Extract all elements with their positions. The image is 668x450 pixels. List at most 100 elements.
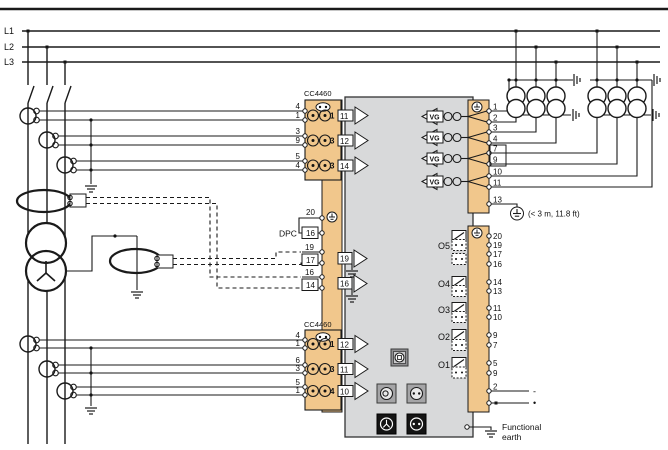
svg-text:16: 16 <box>305 268 314 277</box>
round-connector-icon-4 <box>376 413 397 435</box>
distance-note: (< 3 m, 11.8 ft) <box>528 210 580 219</box>
svg-text:1: 1 <box>296 386 301 395</box>
analog-input-arrow-icon <box>353 249 368 268</box>
earth-icon <box>130 291 144 299</box>
cc4460-bottom-block: CC4460 1 12 3 11 4 10 4 1 6 3 5 <box>296 320 369 411</box>
svg-text:12: 12 <box>340 137 349 146</box>
svg-text:5: 5 <box>296 152 301 161</box>
round-connector-icon-5 <box>406 413 427 435</box>
svg-text:3: 3 <box>296 127 301 136</box>
supply-minus-terminal: - <box>533 387 536 397</box>
earth-icon <box>572 108 580 122</box>
svg-text:11: 11 <box>493 304 502 313</box>
earth-icon <box>653 73 661 87</box>
svg-text:4: 4 <box>296 331 301 340</box>
svg-text:1: 1 <box>493 103 498 112</box>
analog-input-arrow-icon <box>354 106 369 125</box>
svg-text:4: 4 <box>330 387 335 396</box>
bus-lines: L1 L2 L3 <box>4 26 660 67</box>
svg-text:1: 1 <box>330 340 335 349</box>
neutral-earthing-ct <box>66 234 174 299</box>
svg-text:VG: VG <box>430 180 441 187</box>
terminal-strip-right-top <box>467 99 490 214</box>
svg-text:19: 19 <box>493 241 502 250</box>
svg-text:14: 14 <box>493 278 502 287</box>
sensor-cables <box>86 196 302 289</box>
functional-earth: Functional earth <box>464 422 541 442</box>
svg-text:3: 3 <box>296 364 301 373</box>
svg-text:earth: earth <box>502 432 522 442</box>
earth-icon <box>84 407 98 415</box>
svg-text:4: 4 <box>296 161 301 170</box>
bus-label-l3: L3 <box>4 57 14 67</box>
svg-text:11: 11 <box>493 179 502 188</box>
earth-icon <box>484 430 498 438</box>
relay-contact-icons <box>451 230 467 379</box>
dpc-label: DPC <box>279 229 297 239</box>
ct-group-bottom <box>19 335 303 415</box>
terminal-strip-right-bottom <box>467 225 490 413</box>
cc4460-top-title: CC4460 <box>304 89 332 98</box>
earth-icon <box>652 108 660 122</box>
analog-input-arrow-icon <box>354 131 369 150</box>
svg-text:16: 16 <box>493 260 502 269</box>
svg-text:13: 13 <box>493 287 502 296</box>
svg-text:10: 10 <box>493 313 502 322</box>
analog-input-arrow-icon <box>354 359 369 379</box>
svg-text:5: 5 <box>296 378 301 387</box>
svg-text:7: 7 <box>493 341 498 350</box>
front-ports <box>376 348 427 435</box>
svg-text:16: 16 <box>306 229 315 238</box>
bus-label-l2: L2 <box>4 42 14 52</box>
vt-wiring <box>489 29 661 188</box>
svg-text:13: 13 <box>493 196 502 205</box>
svg-text:9: 9 <box>296 136 301 145</box>
round-connector-icon-1 <box>390 348 409 367</box>
power-transformer <box>24 221 68 293</box>
svg-text:VG: VG <box>430 136 441 143</box>
svg-text:VG: VG <box>430 157 441 164</box>
svg-text:17: 17 <box>306 256 315 265</box>
svg-text:3: 3 <box>330 137 335 146</box>
feeder-conductors <box>26 29 72 444</box>
dpc-section: 20 16 DPC 19 17 19 16 14 16 <box>279 208 368 303</box>
outputs-section: O5 O4 O3 O2 O1 20 19 17 16 14 13 11 10 9… <box>438 227 536 408</box>
svg-text:3: 3 <box>330 365 335 374</box>
svg-text:3: 3 <box>493 124 498 133</box>
svg-text:4: 4 <box>296 102 301 111</box>
svg-text:2: 2 <box>493 383 498 392</box>
output-label-o3: O3 <box>438 305 450 315</box>
svg-text:VG: VG <box>430 115 441 122</box>
svg-text:12: 12 <box>340 340 349 349</box>
svg-text:20: 20 <box>493 232 502 241</box>
round-connector-icon-3 <box>406 383 427 404</box>
svg-text:9: 9 <box>493 156 498 165</box>
svg-text:17: 17 <box>493 250 502 259</box>
cc4460-top-block: CC4460 1 11 3 12 3 14 4 1 3 9 5 <box>296 89 369 181</box>
output-label-o4: O4 <box>438 279 450 289</box>
svg-text:1: 1 <box>296 111 301 120</box>
earth-icon <box>573 73 581 87</box>
analog-input-arrow-icon <box>354 334 369 354</box>
svg-text:Functional: Functional <box>502 422 541 432</box>
svg-text:11: 11 <box>340 112 349 121</box>
svg-text:9: 9 <box>493 331 498 340</box>
cc4460-bottom-title: CC4460 <box>304 320 332 329</box>
round-connector-icon-2 <box>376 383 397 404</box>
output-label-o5: O5 <box>438 241 450 251</box>
bus-label-l1: L1 <box>4 26 14 36</box>
svg-text:14: 14 <box>340 162 349 171</box>
vg-input-section: VG VG VG VG (< 3 m, 11.8 ft) <box>420 101 580 221</box>
svg-text:6: 6 <box>296 356 301 365</box>
svg-text:9: 9 <box>493 369 498 378</box>
output-label-o2: O2 <box>438 332 450 342</box>
core-balance-ct-top <box>15 188 87 214</box>
svg-text:11: 11 <box>340 365 349 374</box>
svg-text:3: 3 <box>330 162 335 171</box>
ct-group-top <box>19 107 303 193</box>
svg-text:7: 7 <box>493 145 498 154</box>
dpc-pin-20: 20 <box>306 208 315 217</box>
analog-input-arrow-icon <box>354 156 369 175</box>
svg-text:16: 16 <box>340 280 349 289</box>
